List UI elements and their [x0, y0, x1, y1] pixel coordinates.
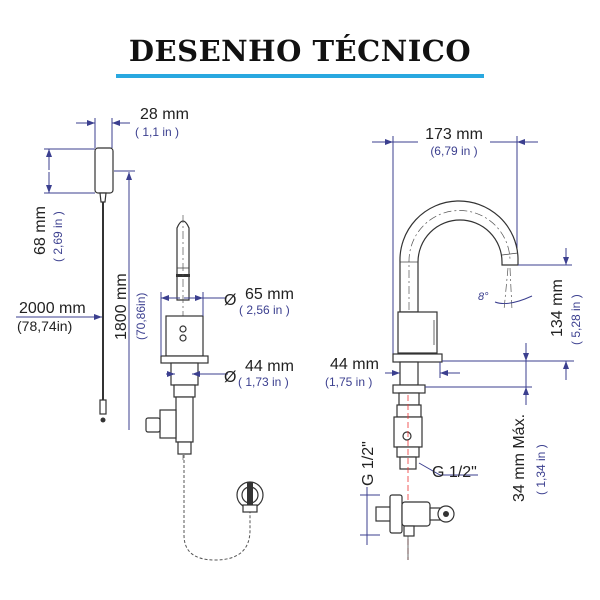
dim-base-width: 44 mm (1,75 in ): [325, 356, 460, 389]
stop-valve-front: [236, 481, 264, 513]
dim-base-diameter: Ø 44 mm ( 1,73 in ): [166, 358, 294, 389]
dim-label-in: (70,86in): [134, 293, 148, 340]
page-title: DESENHO TÉCNICO: [128, 34, 472, 68]
dim-label-in: ( 1,34 in ): [534, 444, 548, 495]
thread-label: G 1/2": [432, 464, 477, 481]
thread-callout-valve: G 1/2": [360, 441, 380, 545]
dim-spout-height: 134 mm ( 5,28 in ): [442, 248, 583, 380]
dim-label-in: (1,75 in ): [325, 375, 372, 389]
dim-label-in: ( 2,69 in ): [51, 211, 65, 262]
sensor-box: [94, 147, 114, 194]
faucet-front: [145, 215, 209, 460]
dim-label-mm: 2000 mm: [19, 300, 86, 317]
cable-end: [100, 417, 106, 423]
cable-connector: [99, 399, 107, 415]
dim-sensor-height: 68 mm ( 2,69 in ): [32, 148, 95, 262]
dim-label-mm: 68 mm: [32, 206, 49, 255]
left-view: 28 mm ( 1,1 in ) 68 mm ( 2,69 in ) 2000 …: [16, 106, 294, 561]
dim-sensor-width: 28 mm ( 1,1 in ): [76, 106, 189, 148]
stop-valve-side: [375, 494, 455, 560]
dim-reach: 173 mm (6,79 in ): [372, 126, 538, 355]
dim-label-mm: 134 mm: [549, 279, 566, 337]
dim-label-in: ( 1,1 in ): [135, 125, 179, 139]
dim-label-in: (78,74in): [17, 318, 72, 334]
thread-callout: G 1/2": [418, 462, 478, 481]
faucet-body-side: [392, 311, 443, 560]
dim-label-in: ( 5,28 in ): [569, 294, 583, 345]
right-view: 173 mm (6,79 in ) 8°: [325, 126, 583, 560]
dim-label-in: ( 2,56 in ): [239, 303, 290, 317]
spout-angle-label: 8°: [478, 291, 489, 303]
dim-cable-length: 2000 mm (78,74in): [16, 300, 102, 334]
dim-label-mm: 1800 mm: [113, 273, 130, 340]
sensor-cable-gland: [99, 192, 107, 203]
flex-hose: [183, 455, 251, 561]
thread-label: G 1/2": [360, 441, 377, 486]
dim-body-diameter: Ø 65 mm ( 2,56 in ): [160, 286, 294, 356]
diameter-symbol: Ø: [224, 369, 236, 386]
dim-label-in: ( 1,73 in ): [238, 375, 289, 389]
dim-label-mm: 28 mm: [140, 106, 189, 123]
diameter-symbol: Ø: [224, 292, 236, 309]
dim-cable-height: 1800 mm (70,86in): [113, 170, 148, 430]
dim-label-mm: 65 mm: [245, 286, 294, 303]
dim-label-mm: 34 mm Máx.: [511, 414, 528, 502]
dim-label-in: (6,79 in ): [430, 144, 477, 158]
dim-label-mm: 173 mm: [425, 126, 483, 143]
dim-label-mm: 44 mm: [245, 358, 294, 375]
dim-label-mm: 44 mm: [330, 356, 379, 373]
title-underline: [116, 74, 484, 78]
gooseneck-spout: 8°: [399, 200, 533, 313]
dim-max-deck: 34 mm Máx. ( 1,34 in ): [425, 343, 548, 502]
